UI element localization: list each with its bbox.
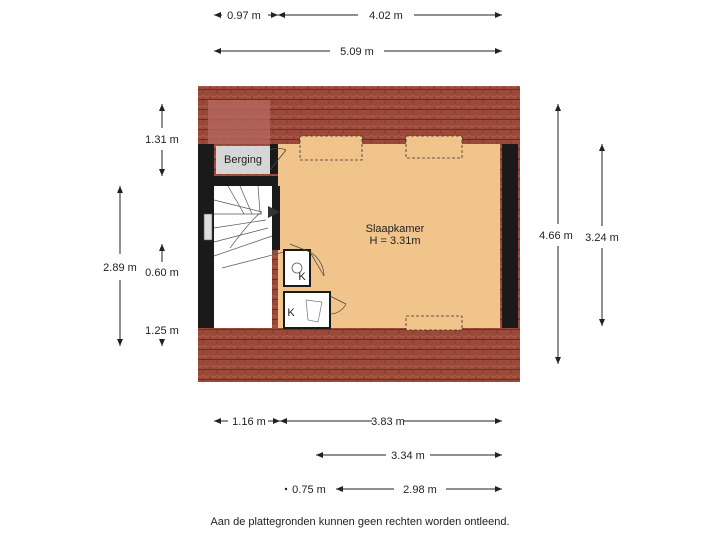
closet-upper — [283, 243, 325, 287]
roof-window — [405, 135, 463, 159]
dim-label: 5.09 m — [340, 46, 374, 58]
dim-label: 1.25 m — [145, 325, 179, 337]
room-name: Slaapkamer — [366, 223, 425, 235]
disclaimer-text: Aan de plattegronden kunnen geen rechten… — [210, 516, 510, 528]
closet-lower — [283, 291, 347, 329]
dim-label: 4.02 m — [369, 10, 403, 22]
stair-arrow-icon — [268, 206, 280, 218]
roof-window — [208, 100, 270, 144]
staircase — [203, 185, 285, 328]
closet-label: K — [298, 271, 306, 283]
storage-door — [269, 147, 287, 171]
room-height: H = 3.31m — [369, 235, 420, 247]
dim-label: 1.16 m — [232, 416, 266, 428]
dim-label: 0.75 m — [292, 484, 326, 496]
storage-label: Berging — [224, 154, 262, 166]
dim-label: 4.66 m — [539, 230, 573, 242]
dim-label: 2.89 m — [103, 262, 137, 274]
dim-label: 0.97 m — [227, 10, 261, 22]
dim-label: 2.98 m — [403, 484, 437, 496]
closet-label: K — [287, 307, 295, 319]
dim-label: 3.83 m — [371, 416, 405, 428]
dim-label: 3.24 m — [585, 232, 619, 244]
dim-label: 1.31 m — [145, 134, 179, 146]
roof-window — [405, 315, 463, 331]
roof-window — [299, 135, 363, 161]
storage-room — [216, 146, 270, 174]
dim-label: 3.34 m — [391, 450, 425, 462]
dim-label: 0.60 m — [145, 267, 179, 279]
